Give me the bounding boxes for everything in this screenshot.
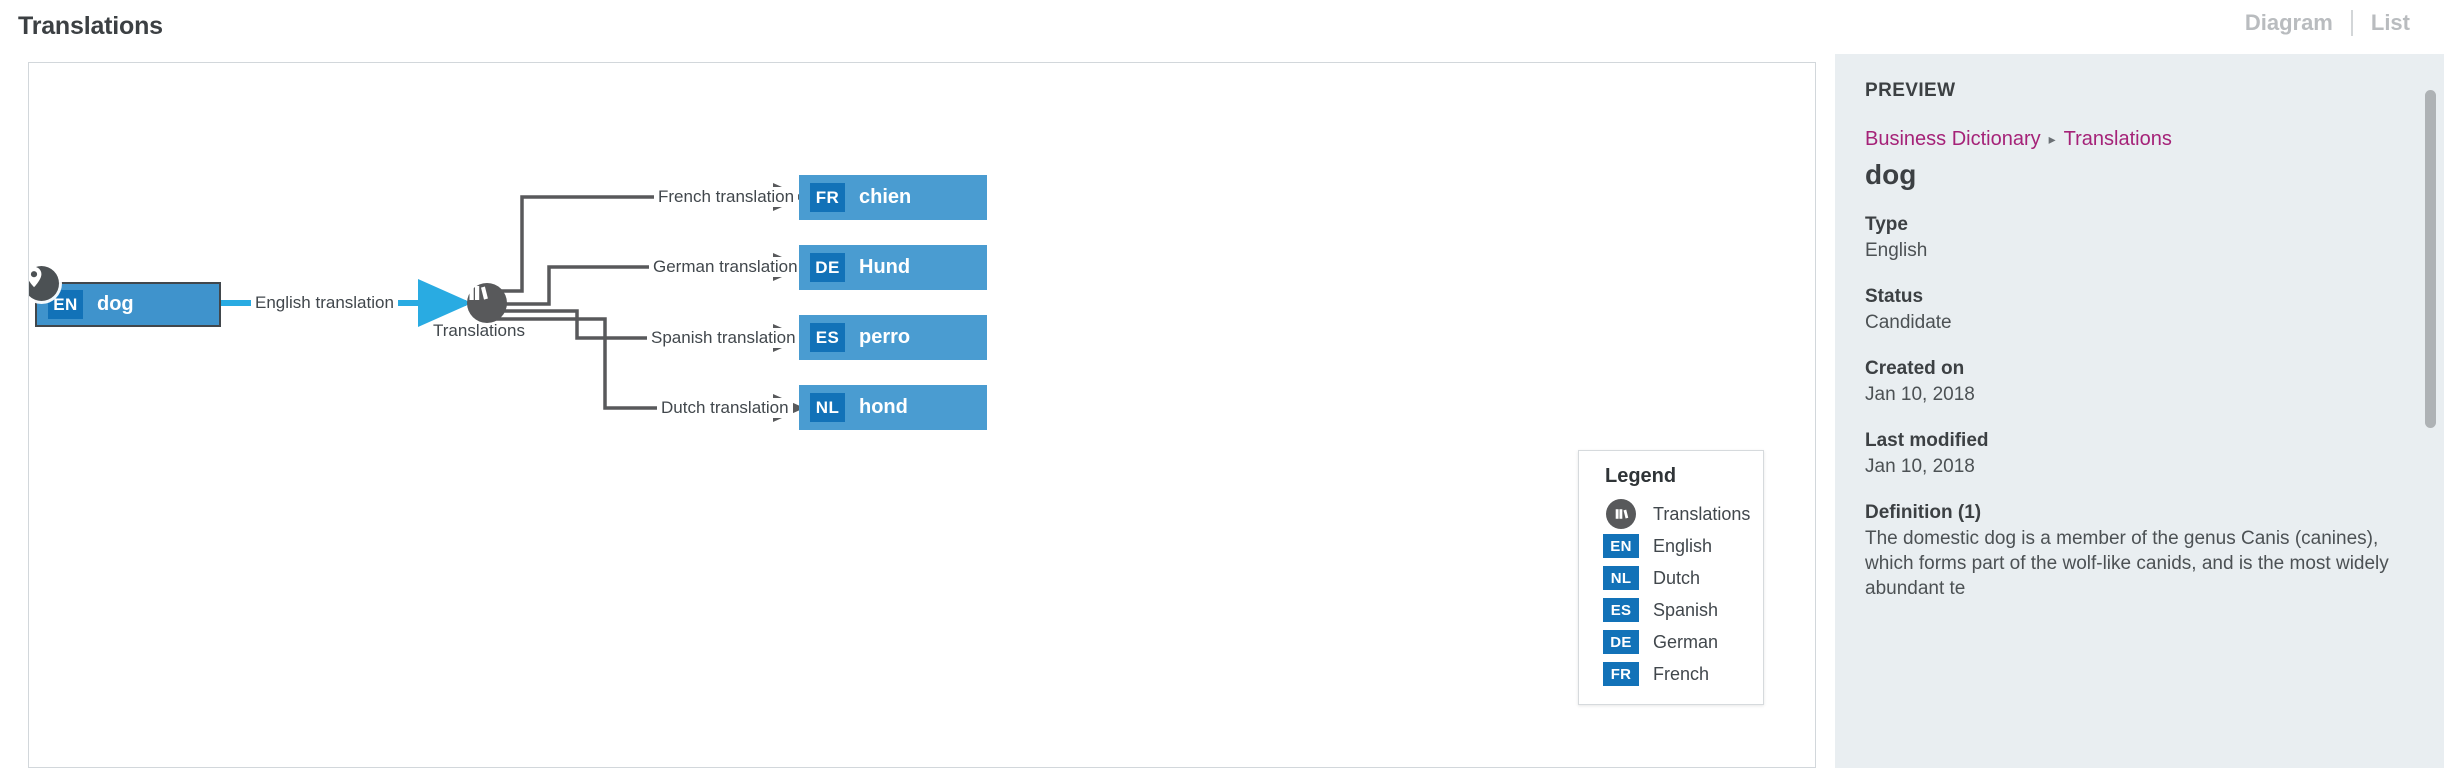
legend-label-german: German xyxy=(1653,631,1719,652)
node-badge-nl: NL xyxy=(810,393,845,422)
node-badge-de: DE xyxy=(810,253,845,282)
breadcrumb-item-business-dictionary[interactable]: Business Dictionary xyxy=(1865,128,2041,150)
node-french-chien[interactable]: FR chien xyxy=(799,175,987,220)
legend-item-dutch: NL Dutch xyxy=(1579,562,1763,594)
legend-swatch-en: EN xyxy=(1603,534,1639,558)
field-label-last-modified: Last modified xyxy=(1865,430,1989,451)
node-hub-label: Translations xyxy=(433,321,525,340)
legend-swatch-de: DE xyxy=(1603,630,1639,654)
field-value-definition: The domestic dog is a member of the genu… xyxy=(1865,528,2389,599)
tab-diagram[interactable]: Diagram xyxy=(2244,10,2333,35)
legend-panel: Legend Translations EN English NL Dutch … xyxy=(1578,450,1764,705)
edge-label-dutch-translation: Dutch translation xyxy=(657,398,793,418)
preview-panel: PREVIEW Business Dictionary ▸ Translatio… xyxy=(1835,54,2444,768)
legend-item-translations: Translations xyxy=(1579,498,1763,530)
field-definition: Definition (1) The domestic dog is a mem… xyxy=(1865,502,2414,601)
legend-item-german: DE German xyxy=(1579,626,1763,658)
node-label-hond: hond xyxy=(859,396,908,418)
tab-list[interactable]: List xyxy=(2370,10,2410,35)
view-switcher: Diagram List xyxy=(2227,10,2428,36)
legend-label-translations: Translations xyxy=(1653,503,1751,524)
edge-label-english-translation: English translation xyxy=(251,293,398,313)
field-label-created-on: Created on xyxy=(1865,358,1965,379)
edge-label-german-translation: German translation xyxy=(649,257,802,277)
legend-title: Legend xyxy=(1605,465,1677,487)
node-label-dog: dog xyxy=(97,293,134,315)
field-label-type: Type xyxy=(1865,214,1908,235)
field-value-created-on: Jan 10, 2018 xyxy=(1865,384,1975,405)
legend-label-french: French xyxy=(1653,663,1710,684)
page-title: Translations xyxy=(18,12,163,40)
legend-label-dutch: Dutch xyxy=(1653,567,1701,588)
field-label-definition: Definition (1) xyxy=(1865,502,1982,523)
preview-scrollbar[interactable] xyxy=(2422,54,2436,768)
node-label-hund: Hund xyxy=(859,256,911,278)
node-badge-fr: FR xyxy=(810,183,845,212)
legend-item-french: FR French xyxy=(1579,658,1763,690)
preview-heading: PREVIEW xyxy=(1865,80,1956,101)
breadcrumb: Business Dictionary ▸ Translations xyxy=(1865,128,2414,151)
field-value-status: Candidate xyxy=(1865,312,1952,333)
field-label-status: Status xyxy=(1865,286,1924,307)
legend-item-english: EN English xyxy=(1579,530,1763,562)
field-value-last-modified: Jan 10, 2018 xyxy=(1865,456,1975,477)
chevron-right-icon: ▸ xyxy=(2048,131,2056,147)
page-header: Translations Diagram List xyxy=(0,0,2444,54)
legend-swatch-nl: NL xyxy=(1603,566,1639,590)
preview-term-title: dog xyxy=(1865,159,1917,190)
legend-swatch-es: ES xyxy=(1603,598,1639,622)
node-label-chien: chien xyxy=(859,186,912,208)
field-value-type: English xyxy=(1865,240,1928,261)
edge-label-spanish-translation: Spanish translation xyxy=(647,328,800,348)
node-german-hund[interactable]: DE Hund xyxy=(799,245,987,290)
legend-item-spanish: ES Spanish xyxy=(1579,594,1763,626)
field-created-on: Created on Jan 10, 2018 xyxy=(1865,358,2414,407)
location-pin-icon xyxy=(29,266,59,301)
node-spanish-perro[interactable]: ES perro xyxy=(799,315,987,360)
view-switch-divider xyxy=(2350,10,2353,36)
legend-swatch-fr: FR xyxy=(1603,662,1639,686)
node-label-perro: perro xyxy=(859,326,911,348)
legend-label-spanish: Spanish xyxy=(1653,599,1719,620)
node-dutch-hond[interactable]: NL hond xyxy=(799,385,987,430)
node-badge-es: ES xyxy=(810,323,845,352)
edge-label-french-translation: French translation xyxy=(654,187,799,207)
diagram-canvas[interactable]: EN dog English translation Translations … xyxy=(28,62,1816,768)
books-icon xyxy=(469,286,488,300)
field-type: Type English xyxy=(1865,214,2414,263)
node-source-english-dog[interactable]: EN dog xyxy=(35,282,221,327)
preview-scrollbar-thumb[interactable] xyxy=(2425,90,2436,428)
breadcrumb-item-translations[interactable]: Translations xyxy=(2063,128,2172,150)
field-last-modified: Last modified Jan 10, 2018 xyxy=(1865,430,2414,479)
legend-label-english: English xyxy=(1653,535,1713,556)
field-status: Status Candidate xyxy=(1865,286,2414,335)
node-hub-translations[interactable] xyxy=(467,283,507,323)
books-icon xyxy=(1606,499,1636,529)
